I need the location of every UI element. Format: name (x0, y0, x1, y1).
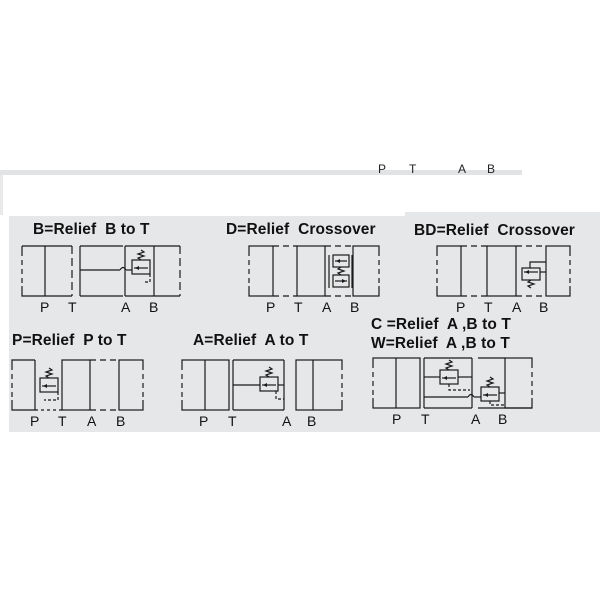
port-label-p: P (199, 413, 209, 429)
port-label-p: P (266, 299, 276, 315)
port-label-t: T (68, 299, 77, 315)
valve-symbol-c (372, 357, 533, 409)
left-edge-strip (0, 175, 3, 215)
port-label-p: P (40, 299, 50, 315)
top-partial-strip (0, 170, 522, 175)
valve-symbol-p (11, 359, 144, 411)
port-label-b: B (350, 299, 360, 315)
diagram-panel-notch (405, 212, 600, 218)
port-label-p: P (456, 299, 466, 315)
title-c-relief: C =Relief A ,B to T (371, 316, 511, 333)
valve-symbol-bd (436, 245, 571, 297)
diagram-panel (9, 216, 600, 432)
port-label-t: T (228, 413, 237, 429)
port-label-b: B (539, 299, 549, 315)
title-d-relief: D=Relief Crossover (226, 221, 376, 238)
valve-symbol-a (181, 359, 343, 411)
strip-port-a: A (458, 162, 467, 176)
port-label-p: P (30, 413, 40, 429)
port-label-a: A (471, 411, 481, 427)
port-label-t: T (58, 413, 67, 429)
strip-port-p: P (378, 162, 387, 176)
title-bd-relief: BD=Relief Crossover (414, 222, 575, 239)
port-label-b: B (116, 413, 126, 429)
valve-symbol-b (21, 245, 181, 297)
port-label-p: P (392, 411, 402, 427)
title-a-relief: A=Relief A to T (193, 332, 309, 349)
port-label-b: B (149, 299, 159, 315)
title-w-relief: W=Relief A ,B to T (371, 335, 510, 352)
port-label-b: B (307, 413, 317, 429)
strip-port-b: B (487, 162, 496, 176)
port-label-a: A (121, 299, 131, 315)
port-label-a: A (282, 413, 292, 429)
port-label-a: A (87, 413, 97, 429)
valve-symbol-d (248, 245, 380, 297)
title-b-relief: B=Relief B to T (33, 221, 150, 238)
port-label-t: T (294, 299, 303, 315)
port-label-a: A (512, 299, 522, 315)
title-p-relief: P=Relief P to T (12, 332, 127, 349)
port-label-a: A (322, 299, 332, 315)
strip-port-t: T (409, 162, 417, 176)
port-label-b: B (498, 411, 508, 427)
port-label-t: T (484, 299, 493, 315)
port-label-t: T (421, 411, 430, 427)
